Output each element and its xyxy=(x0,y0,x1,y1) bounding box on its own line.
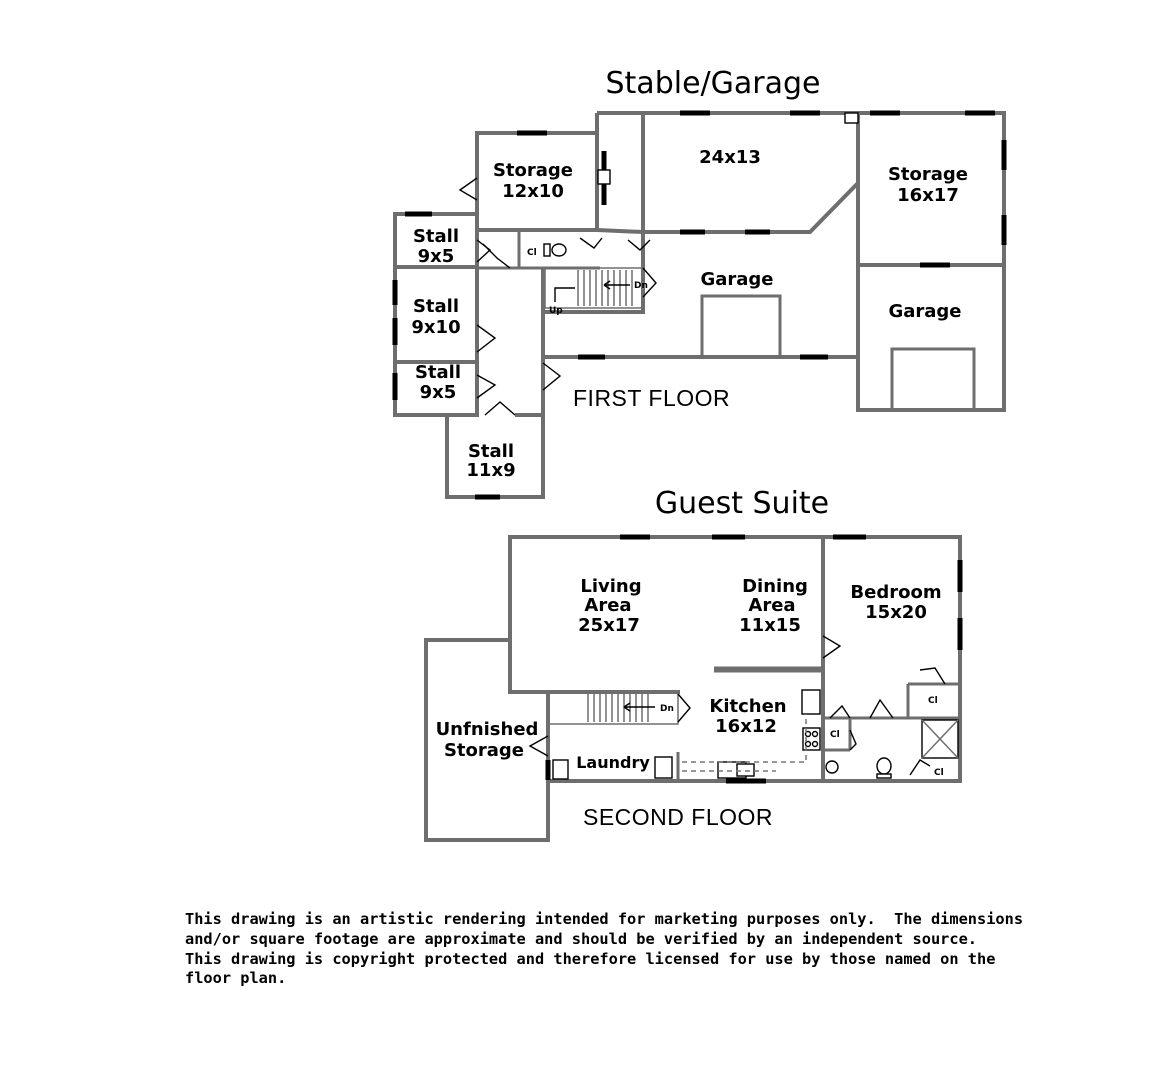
first-floor-plan: Dn Up xyxy=(392,110,1007,500)
toilet-fixture xyxy=(543,243,551,257)
closet-walls xyxy=(475,230,600,270)
second-floor-plan: Dn xyxy=(424,534,963,842)
bedroom-name: Bedroom xyxy=(850,582,941,603)
left-garage-door xyxy=(700,294,782,359)
living-area-name: Living xyxy=(580,576,641,597)
bath-toilet-fixture xyxy=(876,757,892,775)
suite-stairs-down-label: Dn xyxy=(660,704,674,714)
stable-corner-post xyxy=(844,112,859,124)
range-burner-1 xyxy=(804,730,812,738)
living-lower-wall xyxy=(508,640,680,694)
right-garage-door xyxy=(890,347,976,412)
stairs-up-label: Up xyxy=(549,306,563,316)
washer-fixture xyxy=(552,759,569,780)
first-floor-label: FIRST FLOOR xyxy=(573,385,730,411)
first-floor-windows xyxy=(392,110,1007,500)
range-fixture xyxy=(802,727,821,751)
storage-16x17-name: Storage xyxy=(888,164,968,185)
second-floor-windows xyxy=(545,534,963,784)
dining-area-size: 11x15 xyxy=(739,615,801,636)
second-floor-label: SECOND FLOOR xyxy=(583,804,773,830)
storage-12x10-name: Storage xyxy=(493,160,573,181)
room-24x13-walls xyxy=(643,111,860,240)
stall-9x10-size: 9x10 xyxy=(411,317,460,338)
stable-garage-title: Stable/Garage xyxy=(606,66,821,101)
stairs-down-label: Dn xyxy=(634,281,648,291)
disclaimer-line-1: This drawing is an artistic rendering in… xyxy=(185,910,1024,928)
stall-9x5-top-name: Stall xyxy=(413,226,459,247)
unfinished-storage-word: Storage xyxy=(444,740,524,761)
kitchen-plumbing-line xyxy=(682,714,807,772)
sink-fixture xyxy=(597,169,611,185)
garage-left-label: Garage xyxy=(700,269,773,290)
storage-16x17-size: 16x17 xyxy=(897,185,959,206)
kitchen-sink-basin xyxy=(736,763,755,777)
disclaimer-line-3: This drawing is copyright protected and … xyxy=(185,949,996,968)
stall-9x5-bottom-name: Stall xyxy=(415,362,461,383)
range-burner-3 xyxy=(804,740,812,748)
stall-9x10-name: Stall xyxy=(413,296,459,317)
kitchen-size: 16x12 xyxy=(715,716,777,737)
right-garage-walls xyxy=(856,265,1006,412)
storage-12x10-size: 12x10 xyxy=(502,181,564,202)
stall-9x5-top-size: 9x5 xyxy=(418,246,455,267)
refrigerator-fixture xyxy=(801,689,821,715)
dining-area-word: Area xyxy=(748,595,795,616)
room-24x13-label: 24x13 xyxy=(699,147,761,168)
bedroom-size: 15x20 xyxy=(865,602,927,623)
second-floor-doors xyxy=(528,635,946,776)
laundry-label: Laundry xyxy=(576,753,650,772)
bath-sink-fixture xyxy=(825,760,839,774)
first-floor-stairs: Dn Up xyxy=(544,267,657,316)
garage-right-label: Garage xyxy=(888,301,961,322)
second-floor-stairs: Dn xyxy=(547,691,691,725)
bath-toilet-tank xyxy=(876,773,892,779)
closet-label: Cl xyxy=(527,248,537,258)
suite-closet-label-2: Cl xyxy=(928,696,938,706)
range-burner-4 xyxy=(811,740,819,748)
kitchen-counter xyxy=(714,666,822,673)
disclaimer-line-4: floor plan. xyxy=(185,969,287,988)
stall-9x5-bottom-size: 9x5 xyxy=(420,382,457,403)
bath-walls xyxy=(823,682,960,752)
suite-closet-label-1: Cl xyxy=(830,730,840,740)
dryer-fixture xyxy=(654,756,673,779)
stall-11x9-walls xyxy=(445,413,545,499)
first-floor-doors xyxy=(458,177,651,416)
stall-11x9-size: 11x9 xyxy=(466,460,515,481)
guest-suite-title: Guest Suite xyxy=(655,486,829,521)
unfinished-storage-name: Unfnished xyxy=(436,719,539,740)
dining-area-name: Dining xyxy=(742,576,808,597)
hallway-walls xyxy=(447,230,545,417)
disclaimer-line-2: and/or square footage are approximate an… xyxy=(185,929,978,948)
stall-11x9-name: Stall xyxy=(468,441,514,462)
range-burner-2 xyxy=(811,730,819,738)
disclaimer-text: This drawing is an artistic rendering in… xyxy=(185,910,1025,989)
toilet-bowl xyxy=(551,243,567,257)
living-area-size: 25x17 xyxy=(578,615,640,636)
living-area-word: Area xyxy=(584,595,631,616)
suite-closet-label-3: Cl xyxy=(934,768,944,778)
shower-cross xyxy=(921,719,959,759)
kitchen-name: Kitchen xyxy=(709,696,786,717)
